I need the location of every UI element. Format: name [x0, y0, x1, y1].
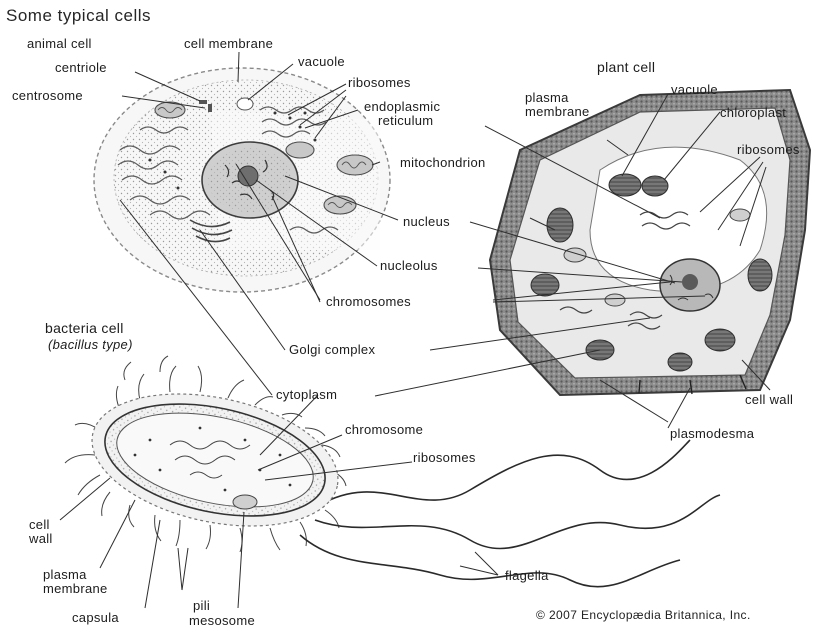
label-cell-membrane: cell membrane — [184, 37, 273, 51]
label-cell-wall: cell wall — [745, 393, 793, 407]
label-endoplasmic-reticulum: endoplasmic reticulum — [364, 100, 440, 128]
label-bacteria-chromosome: chromosome — [345, 423, 423, 437]
plant-cell-heading: plant cell — [597, 60, 655, 74]
label-animal-vacuole: vacuole — [298, 55, 345, 69]
label-nucleus: nucleus — [403, 215, 450, 229]
label-cytoplasm: cytoplasm — [276, 388, 337, 402]
label-centriole: centriole — [55, 61, 107, 75]
label-bacteria-cell-wall: cell wall — [29, 518, 53, 546]
label-animal-ribosomes: ribosomes — [348, 76, 411, 90]
animal-cell — [94, 68, 390, 292]
copyright-notice: © 2007 Encyclopædia Britannica, Inc. — [536, 608, 751, 622]
label-plasmodesma: plasmodesma — [670, 427, 754, 441]
plant-nucleolus — [682, 274, 698, 290]
label-plant-plasma-membrane: plasma membrane — [525, 91, 590, 119]
label-flagella: flagella — [505, 569, 549, 583]
label-mesosome: mesosome — [189, 614, 255, 628]
label-golgi-complex: Golgi complex — [289, 343, 375, 357]
label-plant-ribosomes: ribosomes — [737, 143, 800, 157]
animal-cell-heading: animal cell — [27, 37, 92, 51]
label-centrosome: centrosome — [12, 89, 83, 103]
bacteria-cell-subheading: (bacillus type) — [48, 338, 133, 352]
bacteria-mesosome — [233, 495, 257, 509]
label-bacteria-ribosomes: ribosomes — [413, 451, 476, 465]
label-mitochondrion: mitochondrion — [400, 156, 486, 170]
label-chloroplast: chloroplast — [720, 106, 786, 120]
animal-vacuole — [237, 98, 253, 110]
label-pili: pili — [193, 599, 210, 613]
label-capsula: capsula — [72, 611, 119, 625]
label-chromosomes: chromosomes — [326, 295, 411, 309]
label-bacteria-plasma-membrane: plasma membrane — [43, 568, 108, 596]
bacteria-flagella — [300, 440, 720, 587]
label-plant-vacuole: vacuole — [671, 83, 718, 97]
bacteria-cell-heading: bacteria cell — [45, 321, 124, 335]
page-title: Some typical cells — [6, 6, 151, 26]
label-nucleolus: nucleolus — [380, 259, 438, 273]
